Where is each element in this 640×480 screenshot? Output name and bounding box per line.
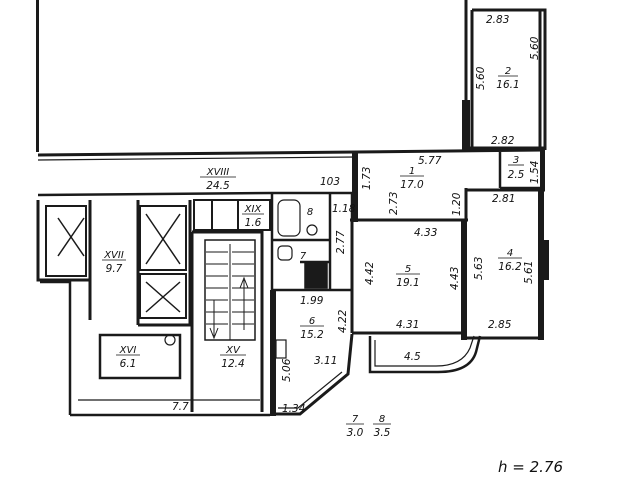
room-area: 24.5: [206, 180, 230, 192]
room-number: XV: [225, 345, 241, 356]
wall-room4-window: [544, 240, 549, 280]
room-number: 6: [309, 316, 315, 327]
dim-label: 4.33: [414, 227, 437, 239]
room-area: 1.6: [245, 217, 262, 229]
room-number: 5: [405, 264, 411, 275]
elevator-x-2: [145, 213, 181, 265]
dim-label: 2.73: [388, 192, 400, 215]
wall-corridor-bottom: [37, 191, 273, 197]
wall-room3-right: [540, 150, 545, 190]
wall-balcony-outer: [368, 335, 482, 374]
room-number: 7: [352, 414, 359, 425]
room-area: 15.2: [300, 329, 324, 341]
elevator-x-3: [145, 281, 181, 313]
room-area: 3.5: [374, 427, 391, 439]
dim-label: 5.77: [418, 155, 442, 167]
wall-balcony-inner: [374, 335, 475, 367]
room-number: XVI: [119, 345, 137, 356]
wall-room1-left: [352, 152, 358, 222]
stair-arrow-up: [239, 276, 249, 330]
dim-label: 4.43: [449, 267, 461, 290]
room-number: 1: [409, 166, 415, 177]
dim-label: 5.61: [523, 261, 535, 284]
dim-label: 1.99: [300, 295, 324, 307]
room-number: XIX: [244, 204, 263, 215]
wall-elevator-block: [36, 200, 192, 327]
dim-label: 1.54: [529, 161, 541, 184]
dim-label: 2.81: [492, 193, 515, 205]
stair-arrow-down: [209, 300, 219, 340]
room-area: 12.4: [221, 358, 244, 370]
dim-label: 103: [320, 176, 340, 188]
dim-label: 1.34: [282, 403, 305, 415]
room-number: XVII: [103, 250, 124, 261]
wall-corridor-top: [37, 150, 357, 157]
dimension-labels: 2.83 5.60 5.60 2.82 5.77 1.73 1.54 103 2…: [172, 14, 541, 415]
wall-outer-left: [36, 0, 39, 152]
dim-label: 4.5: [404, 351, 421, 363]
hall-fixture: [164, 334, 176, 346]
toilet: [277, 245, 293, 261]
fixtures: [164, 199, 318, 359]
dim-label: 2.85: [488, 319, 512, 331]
wall-stairwell-inner: [204, 239, 256, 341]
dim-label: 2.77: [335, 230, 347, 254]
dim-label: 7.7: [172, 401, 189, 413]
room-area: 17.0: [400, 179, 424, 191]
room-number: 8: [379, 414, 385, 425]
wall-hall-lower: [40, 280, 270, 417]
dim-label: 4.42: [364, 261, 376, 285]
room-number: XVIII: [206, 167, 230, 178]
wall-room4-right: [538, 190, 544, 340]
radiator: [275, 339, 287, 359]
room-number: 7: [300, 251, 307, 262]
wall-room6-bottom-inner: [278, 371, 343, 409]
room-area: 19.1: [396, 277, 419, 289]
wall-corridor-top-inner: [37, 156, 357, 161]
wall-xix: [193, 199, 271, 231]
sink: [306, 224, 318, 236]
wall-room3: [498, 152, 545, 190]
dim-label: 1.20: [451, 192, 463, 216]
dim-label: 5.60: [529, 36, 541, 60]
walls: [36, 0, 549, 417]
stair-treads: [206, 244, 254, 340]
dim-label: 4.31: [396, 319, 419, 331]
elevator-shaft-1: [45, 205, 87, 277]
wall-stairwell: [190, 230, 264, 412]
wall-room2-pillar: [462, 100, 470, 150]
room-area: 16.2: [498, 261, 522, 273]
elevator-x-1: [57, 217, 85, 257]
wall-room7-duct: [304, 261, 328, 289]
dim-label: 1.18: [332, 203, 356, 215]
dim-label: 4.22: [337, 309, 349, 333]
wall-room6-bottom: [272, 333, 354, 416]
dim-label: 1.73: [361, 167, 373, 190]
dim-label: 3.11: [314, 355, 337, 367]
wall-room6-left: [270, 290, 276, 416]
dim-label: 5.06: [281, 358, 293, 382]
dim-label: 2.82: [491, 135, 515, 147]
room-area: 9.7: [106, 263, 123, 275]
room-area: 6.1: [120, 358, 137, 370]
room-area: 16.1: [496, 79, 519, 91]
room-area: 2.5: [508, 169, 525, 181]
wall-room1-top: [355, 148, 546, 154]
room-number: 4: [507, 248, 513, 259]
wall-room5-room4: [461, 220, 467, 340]
dim-label: 5.63: [473, 257, 485, 280]
room-number: 3: [513, 155, 519, 166]
dim-label: 5.60: [475, 66, 487, 90]
room-area: 3.0: [347, 427, 364, 439]
bathtub: [277, 199, 301, 237]
room-number: 2: [505, 66, 511, 77]
dim-label: 2.83: [486, 14, 509, 26]
room-number: 8: [307, 207, 313, 218]
room-labels: 2 16.1 3 2.5 1 17.0 XVIII 24.5 XIX 1.6 8…: [102, 66, 525, 439]
ceiling-height: h = 2.76: [498, 458, 563, 476]
